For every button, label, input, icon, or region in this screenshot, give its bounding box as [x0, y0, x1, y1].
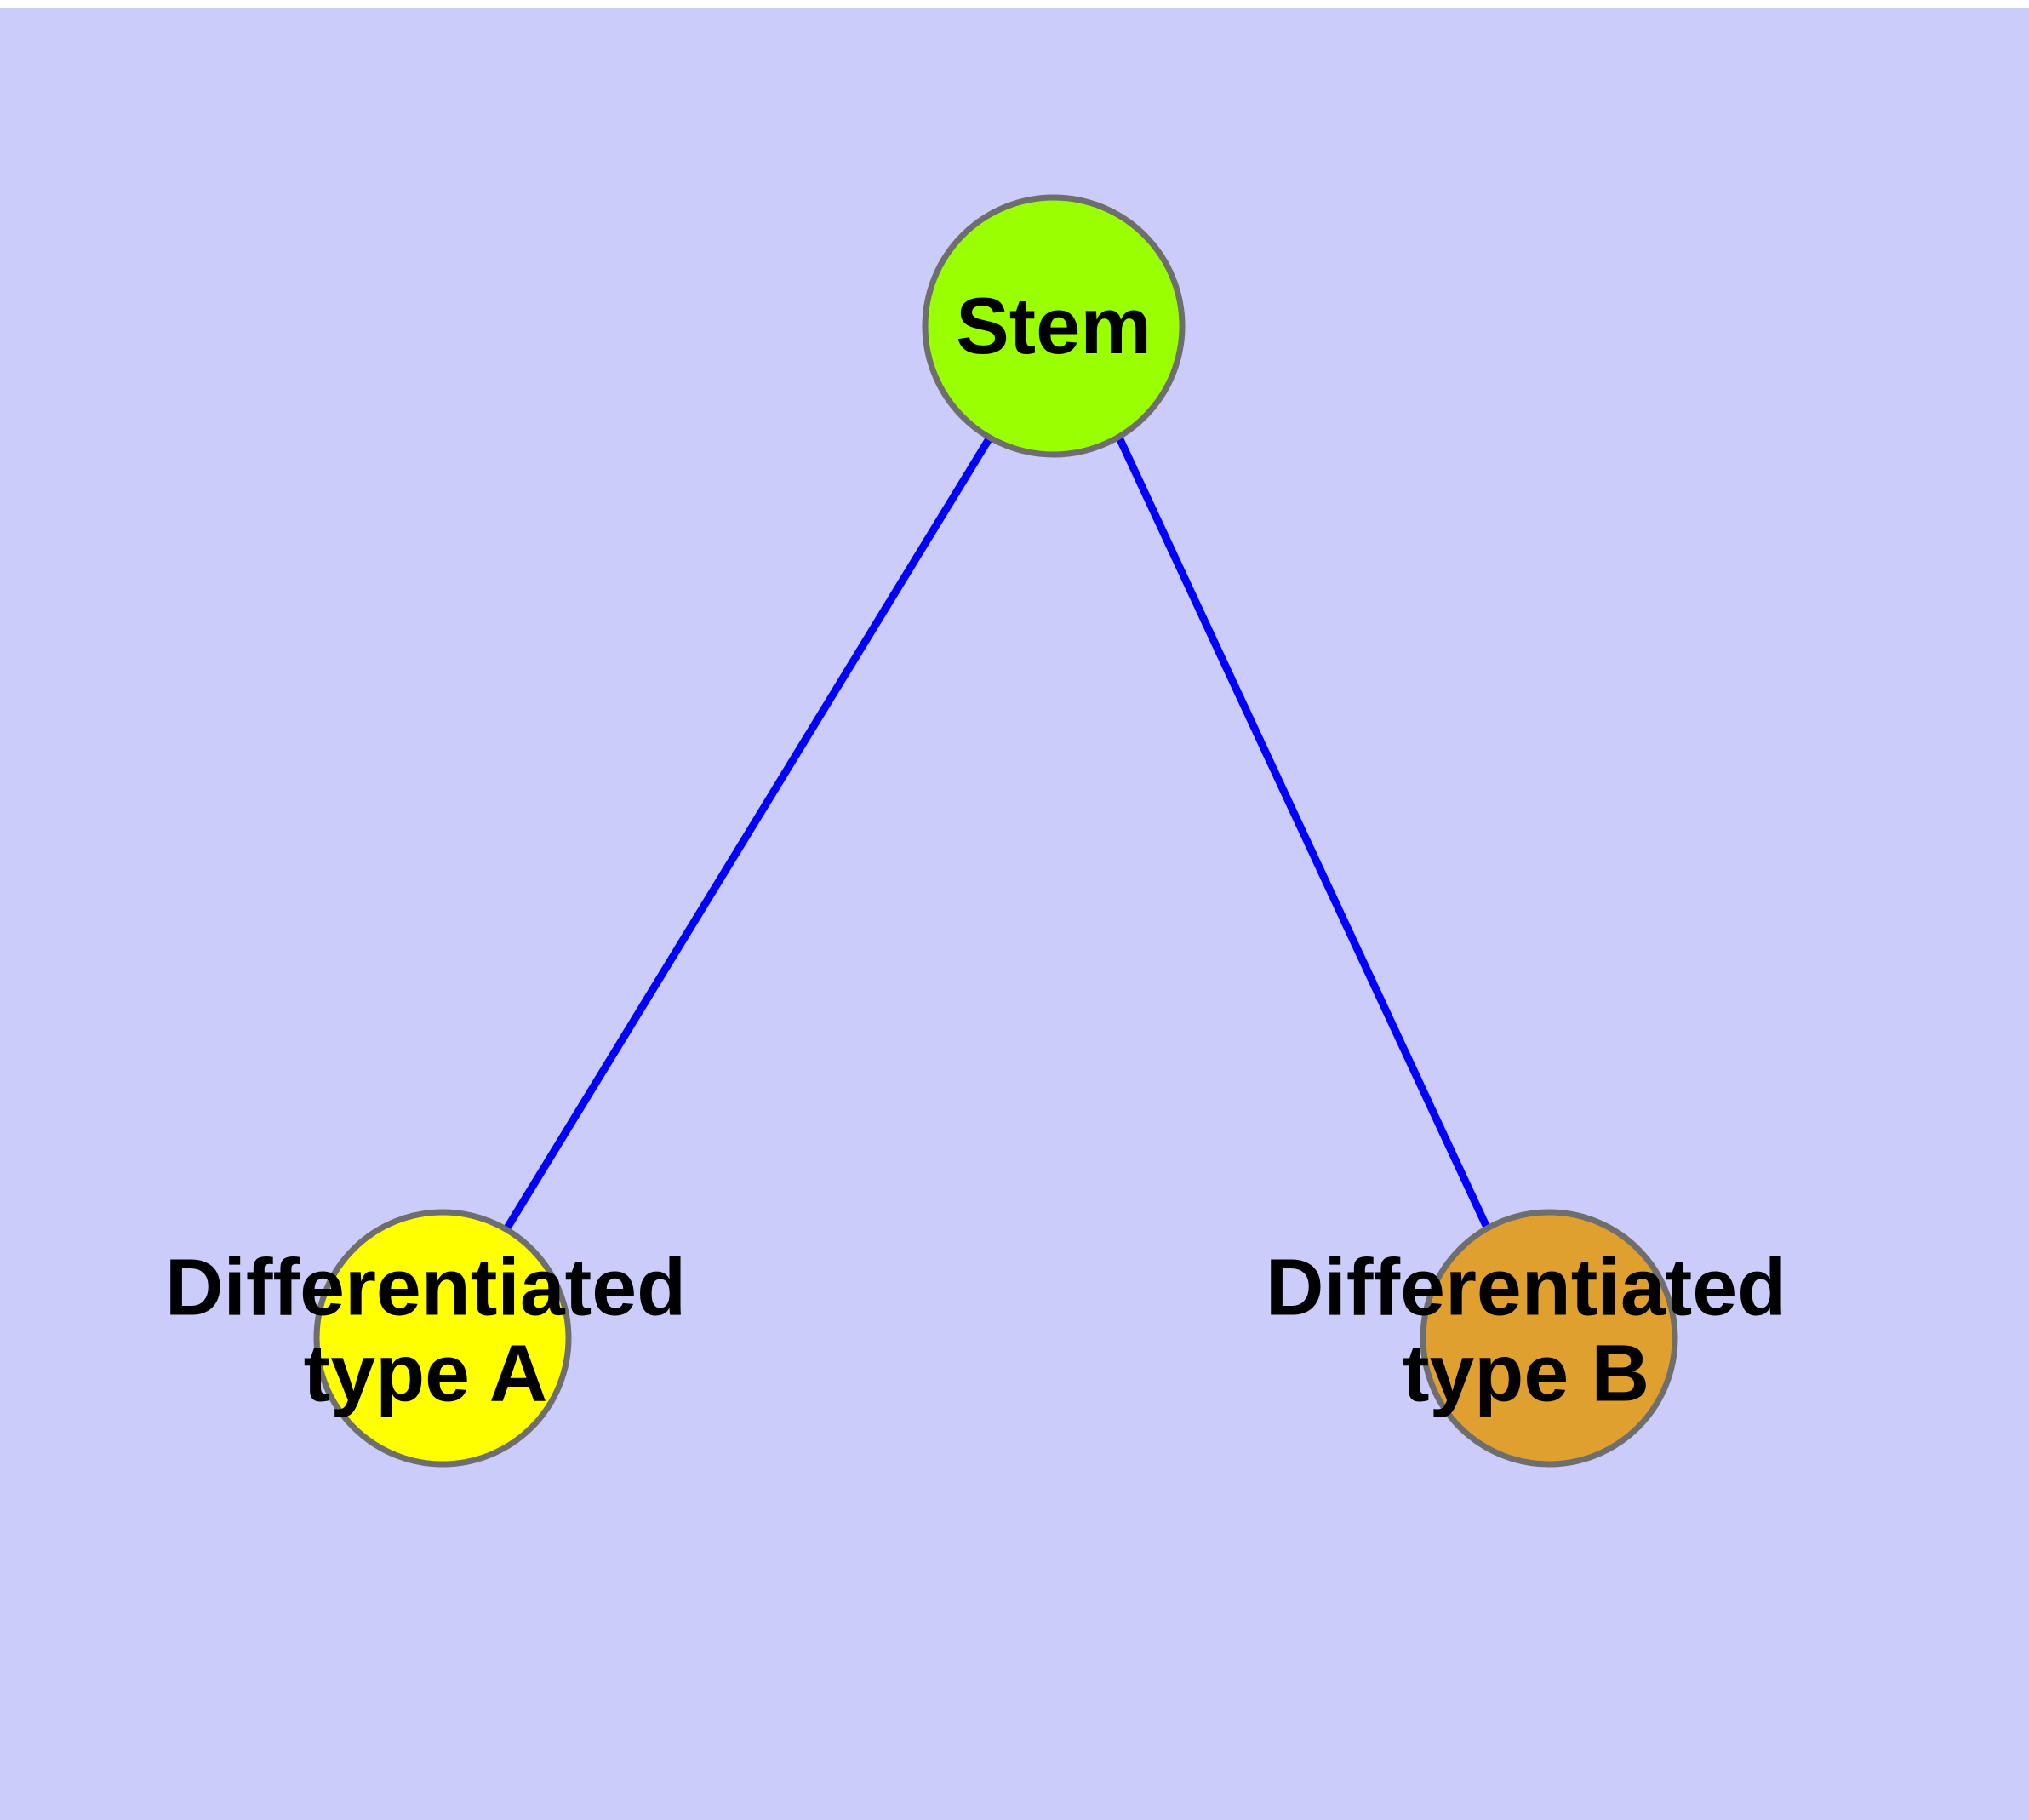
node-layer [313, 194, 1678, 1468]
edge-stem-to-differentiated-type-a[interactable] [503, 435, 993, 1232]
graph-svg [313, 194, 1678, 1468]
diagram-canvas: Stem Differentiated type A Differentiate… [0, 8, 2029, 1820]
node-stem[interactable] [922, 194, 1186, 458]
node-differentiated-type-b[interactable] [1420, 1209, 1678, 1468]
edge-stem-to-differentiated-type-b[interactable] [1115, 436, 1492, 1231]
node-differentiated-type-a[interactable] [313, 1209, 572, 1468]
edge-layer [503, 435, 1492, 1232]
